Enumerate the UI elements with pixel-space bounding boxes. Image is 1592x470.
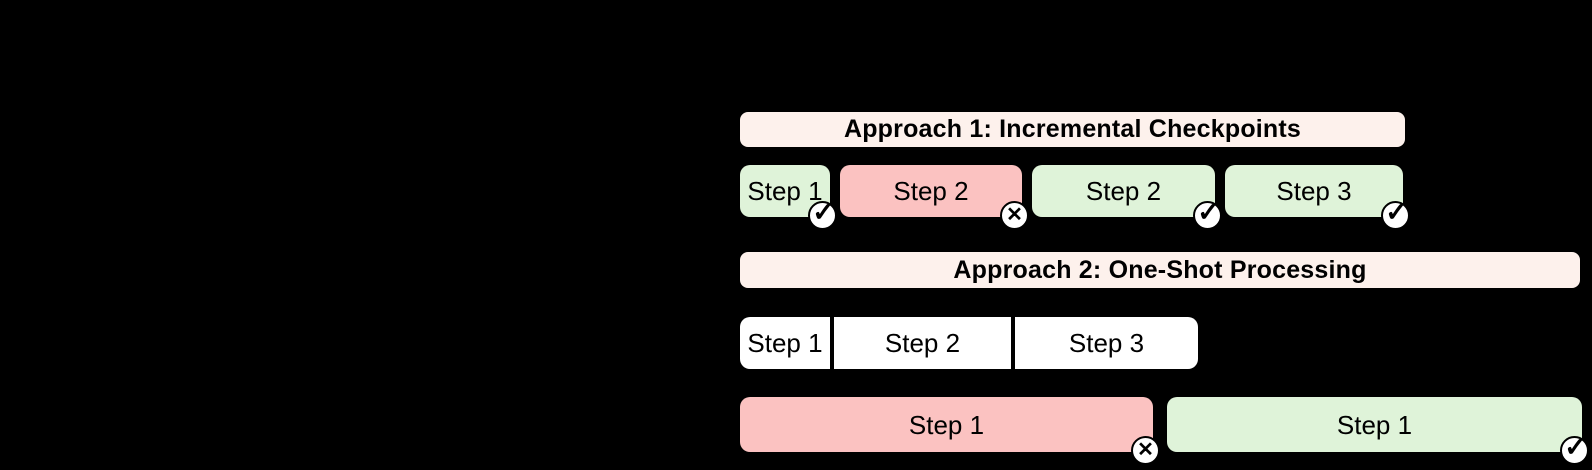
approach1-title: Approach 1: Incremental Checkpoints <box>843 115 1302 143</box>
plan-step2-cell: Step 2 <box>834 317 1011 369</box>
step-label: Step 1 <box>747 327 823 358</box>
check-icon: ✓ <box>812 197 835 227</box>
approach2-title: Approach 2: One-Shot Processing <box>953 255 1367 284</box>
check-badge: ✓ <box>808 197 837 230</box>
step-label: Step 3 <box>1068 327 1145 358</box>
cross-icon: ✕ <box>1006 203 1023 226</box>
check-icon: ✓ <box>1564 432 1587 462</box>
plan-step3-cell: Step 3 <box>1015 317 1198 369</box>
check-badge: ✓ <box>1381 197 1410 230</box>
approach1-step1-box: Step 1 ✓ <box>740 165 837 230</box>
approach2-attempt-success-box: Step 1 ✓ <box>1167 397 1589 465</box>
approach2-header: Approach 2: One-Shot Processing <box>740 252 1580 288</box>
step-label: Step 2 <box>893 176 969 206</box>
step-label: Step 1 <box>1336 409 1413 440</box>
step-label: Step 2 <box>1085 176 1162 206</box>
cross-icon: ✕ <box>1137 438 1154 461</box>
step-label: Step 3 <box>1276 176 1352 206</box>
step-label: Step 1 <box>747 176 823 206</box>
cross-badge: ✕ <box>1131 436 1160 465</box>
check-badge: ✓ <box>1193 197 1222 230</box>
check-badge: ✓ <box>1560 432 1589 465</box>
approach1-step2-failed-box: Step 2 ✕ <box>840 165 1029 230</box>
approach2-attempt-failed-box: Step 1 ✕ <box>740 397 1160 465</box>
approach1-header: Approach 1: Incremental Checkpoints <box>740 112 1405 147</box>
plan-step1-cell: Step 1 <box>740 317 830 369</box>
step-label: Step 2 <box>884 327 961 358</box>
approach1-step3-box: Step 3 ✓ <box>1225 165 1410 230</box>
step-label: Step 1 <box>908 409 985 440</box>
check-icon: ✓ <box>1197 197 1220 227</box>
cross-badge: ✕ <box>1000 201 1029 230</box>
approach1-step2-retry-box: Step 2 ✓ <box>1032 165 1222 230</box>
check-icon: ✓ <box>1385 197 1408 227</box>
approach2-plan-strip: Step 1 Step 2 Step 3 <box>740 317 1198 369</box>
